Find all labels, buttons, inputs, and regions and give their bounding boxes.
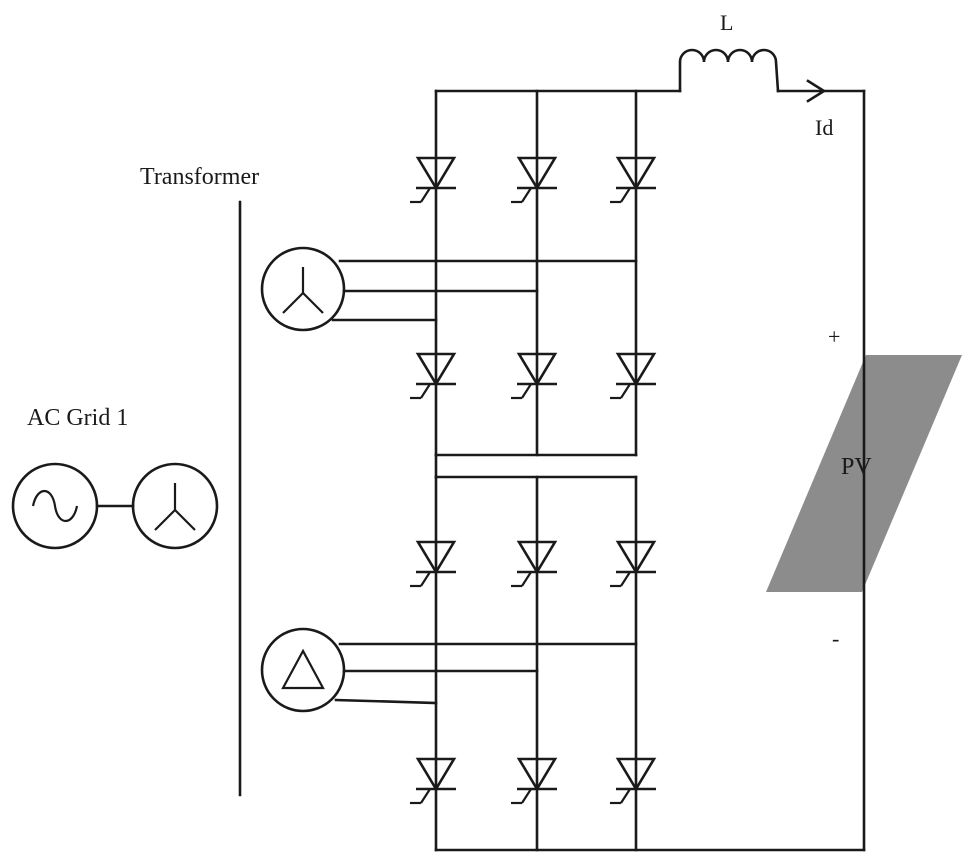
thyristor-icon [509,757,559,805]
wye-winding-icon [154,483,196,531]
transformer-label: Transformer [140,164,259,190]
pv-plus-label: + [828,324,840,349]
thyristor-icon [408,156,458,204]
delta-winding-icon [281,648,325,690]
dc-bus-wiring [434,89,866,852]
thyristor-icon [509,540,559,588]
thyristor-icon [408,757,458,805]
wye-winding-icon [282,267,324,314]
thyristor-icon [608,540,658,588]
lower-secondary-winding [260,627,638,713]
inductor-L: L [678,10,780,93]
thyristor-icon [608,757,658,805]
thyristor-icon [408,540,458,588]
inductor-label: L [720,10,733,35]
thyristor-icon [408,352,458,400]
ac-source [11,462,99,550]
ac-grid-label: AC Grid 1 [27,405,128,431]
pv-minus-label: - [832,626,839,651]
thyristor-icon [509,352,559,400]
thyristor-icon [608,352,658,400]
pv-label: PV [841,454,872,480]
current-arrow-Id: Id [806,79,833,140]
sine-wave-icon [31,489,79,523]
thyristor-icon [608,156,658,204]
current-label: Id [815,115,833,140]
upper-secondary-winding [260,246,638,332]
grid-wye-winding [131,462,219,550]
thyristor-icon [509,156,559,204]
